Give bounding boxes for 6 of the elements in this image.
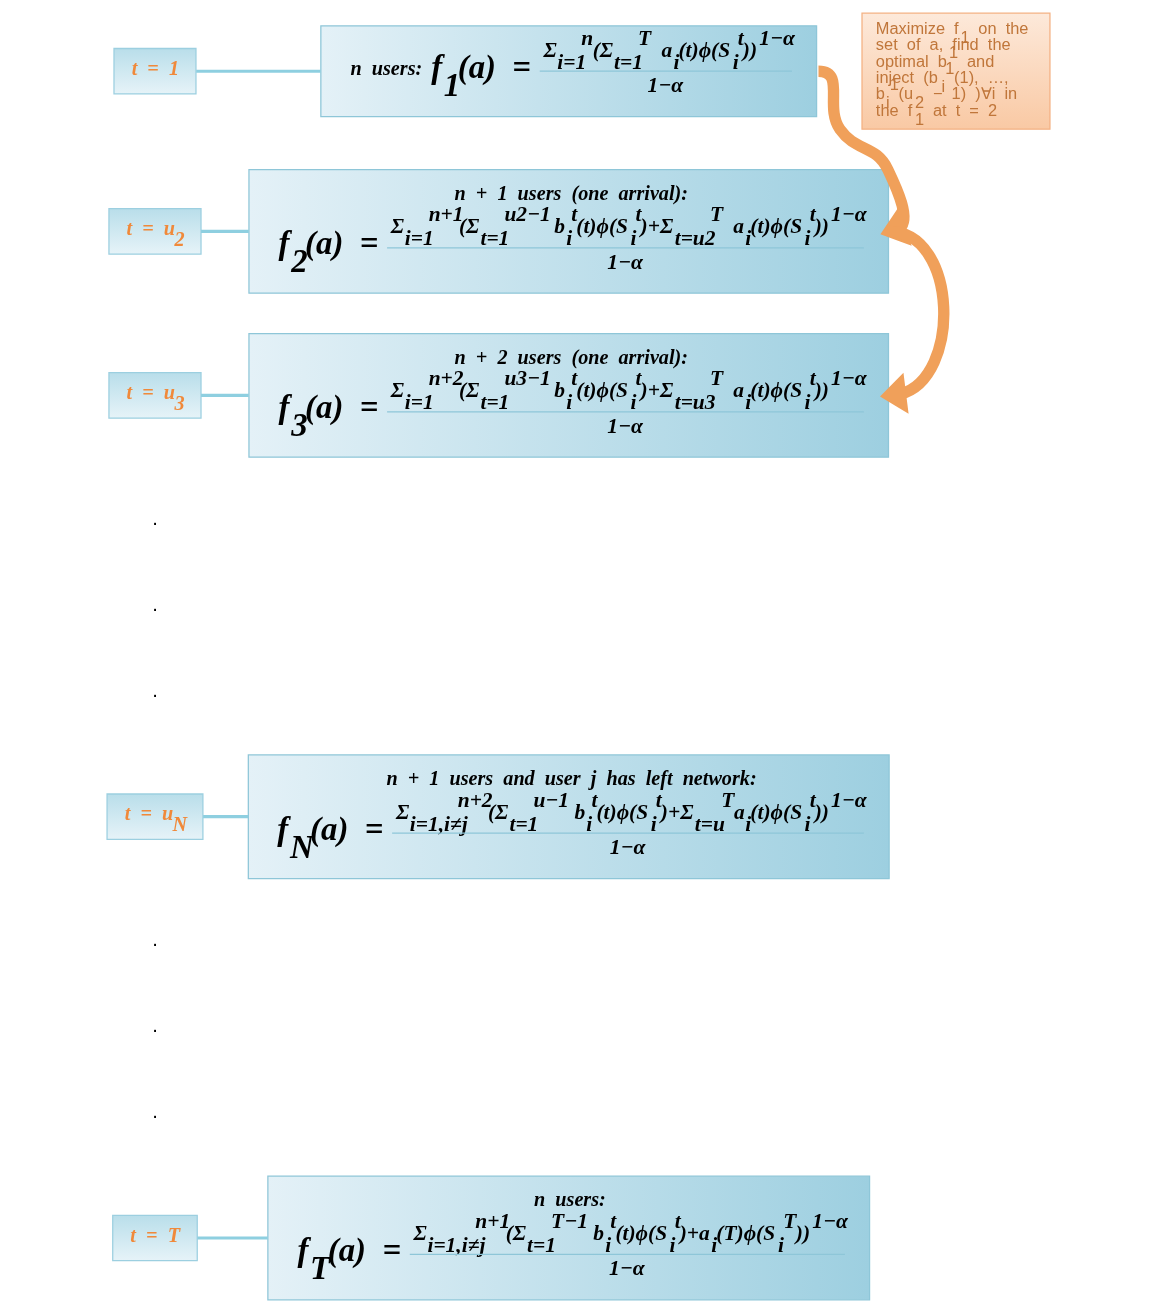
label: . — [151, 592, 158, 615]
label: . — [151, 507, 158, 530]
label: . — [151, 678, 158, 701]
label: . — [151, 1099, 158, 1122]
label: . — [151, 1014, 158, 1037]
label: . — [151, 928, 158, 951]
